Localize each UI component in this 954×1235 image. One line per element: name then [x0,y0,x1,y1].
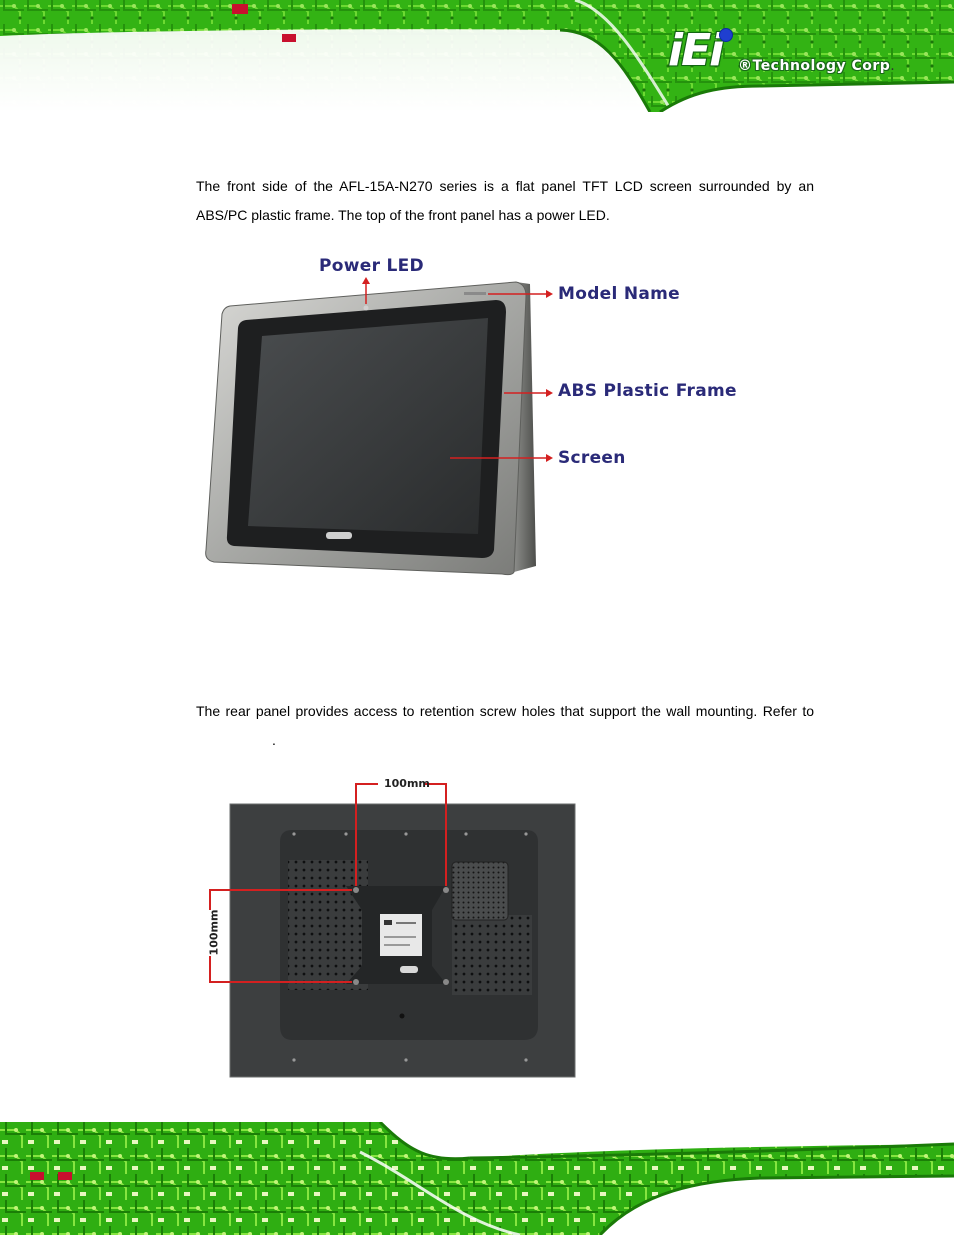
callout-abs-plastic-frame: ABS Plastic Frame [558,381,737,401]
dimension-label-vertical: 100mm [207,909,221,956]
page-header-banner: iEi ®Technology Corp. [0,0,954,112]
rear-panel-figure: 100mm 100mm [196,770,586,1082]
refer-prefix: Refer to [762,703,814,719]
front-panel-description: The front side of the AFL-15A-N270 serie… [196,178,814,223]
page-footer-banner [0,1122,954,1235]
refer-suffix: . [272,732,276,748]
circuit-board-footer [0,1122,954,1235]
callout-screen: Screen [558,448,626,468]
rear-panel-description: The rear panel provides access to retent… [196,697,814,755]
rear-panel-illustration [209,783,576,1078]
dimension-label-horizontal: 100mm [384,777,430,790]
circuit-board-banner [0,0,954,112]
logo-mark: iEi [668,25,724,76]
callout-model-name: Model Name [558,284,680,304]
rear-panel-description-text: The rear panel provides access to retent… [196,703,758,719]
company-logo: iEi ®Technology Corp. [668,28,938,80]
logo-dot-icon [719,28,733,42]
company-name: ®Technology Corp. [738,58,896,74]
front-panel-illustration [205,277,553,576]
front-panel-figure: Power LED Model Name ABS Plastic Frame S… [196,250,756,580]
callout-power-led: Power LED [319,256,424,276]
